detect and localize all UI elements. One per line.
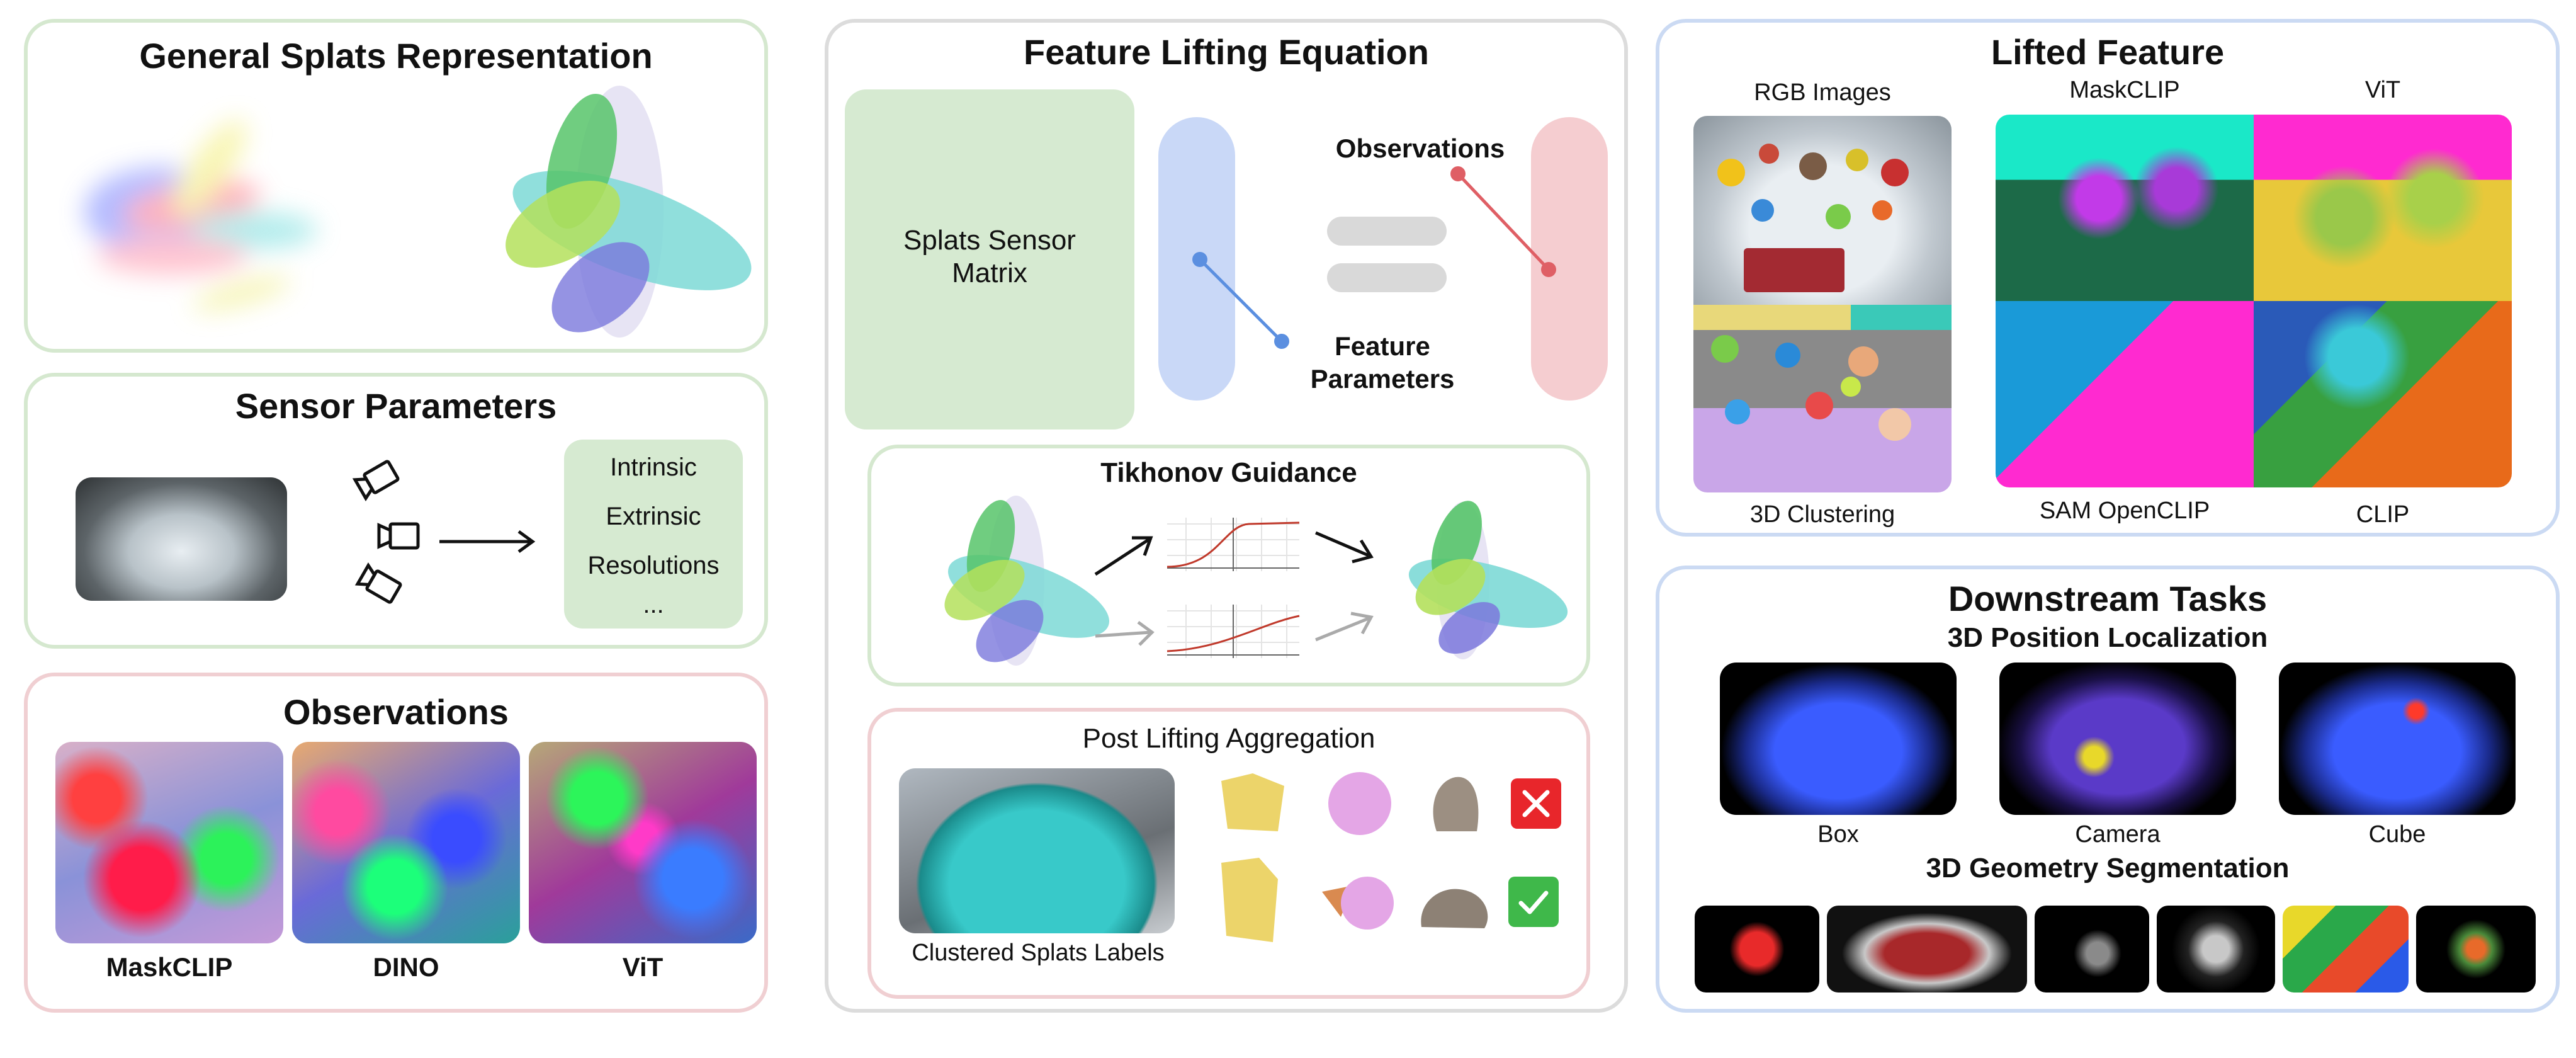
splats-panel: General Splats Representation [24, 19, 768, 353]
sam-openclip-feature-map [1996, 301, 2254, 487]
rgb-objects-illustration [1717, 144, 1909, 292]
scene-photo [76, 477, 287, 601]
clip-feature-map [2254, 301, 2512, 487]
segmentation-image-container [1827, 906, 2027, 993]
observation-label: ViT [622, 952, 664, 982]
camera-icon [352, 460, 400, 502]
observation-image-vit [529, 742, 757, 943]
observation-vector [1531, 117, 1608, 401]
equation-panel: Feature Lifting Equation Splats Sensor M… [825, 19, 1628, 1013]
camera-icon [354, 562, 402, 604]
localization-image-camera [1999, 663, 2236, 815]
observation-image-dino [292, 742, 520, 943]
localization-image-cube [2279, 663, 2516, 815]
tikhonov-panel: Tikhonov Guidance [867, 445, 1590, 686]
checkmark-icon [1508, 877, 1559, 927]
object-pink-ball [1328, 772, 1391, 835]
clustered-splats-photo [899, 768, 1175, 933]
lifted-feature-panel: Lifted Feature RGB Images 3D Clustering … [1656, 19, 2560, 537]
feature-pointer [1192, 252, 1289, 349]
maskclip-feature-map [1996, 115, 2254, 301]
post-lifting-title: Post Lifting Aggregation [1082, 723, 1376, 754]
splats-sensor-matrix [845, 89, 1134, 429]
sensor-param: Intrinsic [610, 453, 697, 481]
arrow-icon [1315, 611, 1374, 642]
localization-label: Box [1817, 821, 1859, 848]
observation-image-maskclip [55, 742, 283, 943]
vit-label: ViT [2364, 77, 2401, 103]
matrix-label: Splats Sensor Matrix [903, 225, 1076, 288]
object-yellow-bag [1221, 858, 1278, 942]
segmentation-image-cube-dark [2416, 906, 2536, 993]
sensor-params-box [564, 440, 743, 629]
rgb-images-label: RGB Images [1754, 79, 1891, 106]
localization-image-box [1720, 663, 1957, 815]
sensor-param: Resolutions [587, 552, 720, 579]
downstream-title: Downstream Tasks [1948, 579, 2268, 618]
observations-panel: Observations MaskCLIP DINO ViT [24, 673, 768, 1013]
localization-title: 3D Position Localization [1947, 622, 2268, 653]
equation-title: Feature Lifting Equation [1024, 32, 1429, 72]
close-icon [1511, 778, 1561, 829]
segmentation-image-cube [2283, 906, 2409, 993]
segmentation-title: 3D Geometry Segmentation [1926, 853, 2290, 884]
object-rock [1421, 889, 1488, 928]
splats-ellipses-illustration [506, 86, 752, 338]
localization-label: Camera [2075, 821, 2161, 848]
clustering-label: 3D Clustering [1749, 501, 1895, 528]
post-lifting-panel: Post Lifting Aggregation Clustered Splat… [867, 708, 1590, 999]
observation-pointer [1450, 166, 1556, 277]
maskclip-label: MaskCLIP [2069, 77, 2180, 103]
segmentation-image-camera [2035, 906, 2149, 993]
splats-before-illustration [944, 496, 1110, 666]
camera-icon [377, 522, 420, 550]
sensor-title: Sensor Parameters [235, 386, 557, 426]
clustered-splats-caption: Clustered Splats Labels [912, 940, 1165, 966]
equals-bar [1327, 263, 1447, 292]
clustering-segments-illustration [1693, 305, 1952, 441]
sigmoid-plot [1167, 605, 1300, 658]
observation-label: MaskCLIP [106, 952, 233, 982]
sam-openclip-label: SAM OpenCLIP [2039, 498, 2210, 524]
sensor-param: ... [643, 591, 664, 618]
sigmoid-plot [1167, 518, 1300, 571]
object-yellow-bag [1221, 773, 1284, 831]
equals-bar [1327, 217, 1447, 246]
arrow-right-icon [439, 530, 536, 554]
blurred-splats-illustration [84, 120, 317, 311]
observation-label: DINO [373, 952, 439, 982]
object-ice-cream [1322, 877, 1394, 930]
sensor-panel: Sensor Parameters Intrinsic Extrinsic Re… [24, 373, 768, 649]
feature-parameters-label: Feature Parameters [1310, 331, 1455, 394]
segmentation-image-chair [1695, 906, 1819, 993]
downstream-panel: Downstream Tasks 3D Position Localizatio… [1656, 566, 2560, 1013]
observations-label: Observations [1335, 134, 1505, 163]
sensor-param: Extrinsic [606, 503, 701, 530]
arrow-icon [1094, 536, 1153, 576]
segmentation-image-device [2157, 906, 2275, 993]
lifted-feature-title: Lifted Feature [1991, 32, 2225, 72]
splats-after-illustration [1408, 501, 1568, 659]
vit-feature-map [2254, 115, 2512, 301]
tikhonov-title: Tikhonov Guidance [1100, 457, 1357, 488]
arrow-icon [1095, 620, 1155, 646]
arrow-icon [1315, 531, 1374, 564]
localization-label: Cube [2368, 821, 2426, 848]
clip-label: CLIP [2356, 501, 2410, 528]
object-rock [1433, 776, 1479, 831]
observations-title: Observations [283, 692, 509, 732]
splats-title: General Splats Representation [139, 36, 653, 76]
